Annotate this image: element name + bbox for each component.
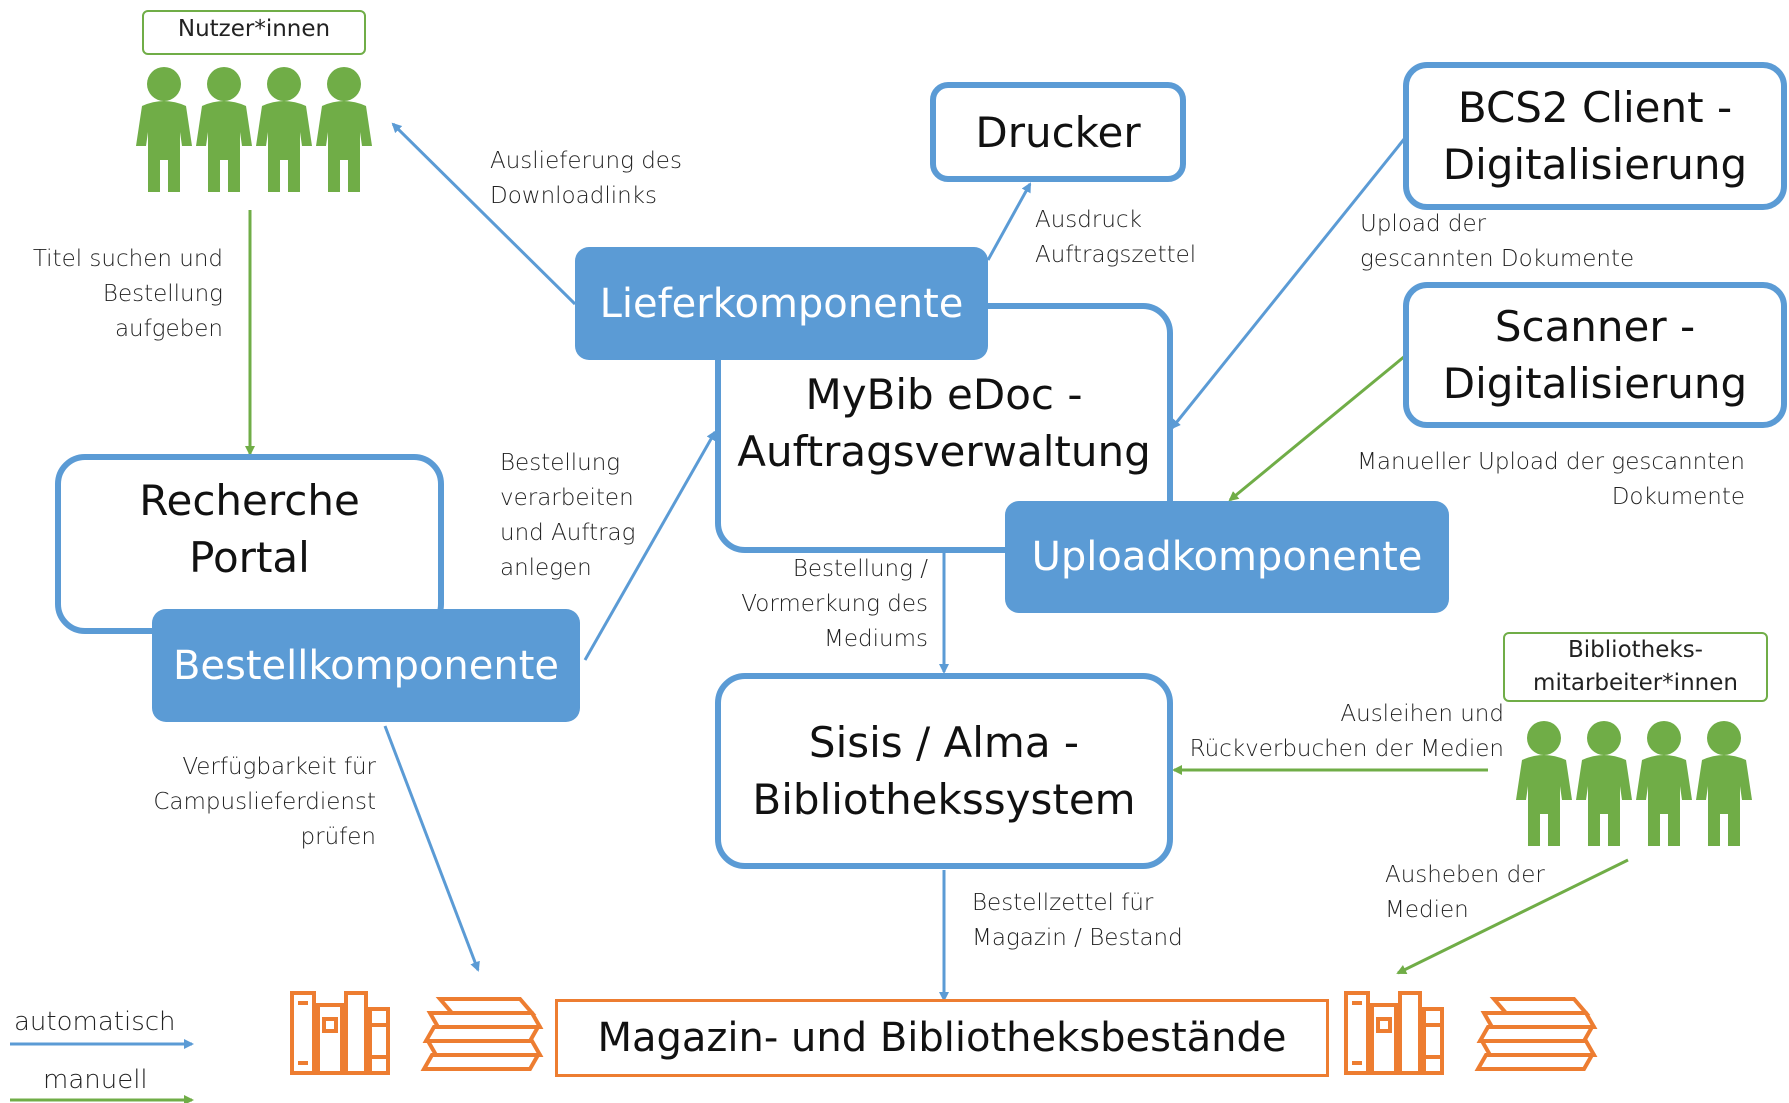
- lieferkomponente-box: Lieferkomponente: [575, 247, 988, 360]
- shelf-icon: [1344, 991, 1444, 1075]
- lieferkomponente-label: Lieferkomponente: [599, 280, 964, 327]
- bestellkomponente-box: Bestellkomponente: [152, 609, 580, 722]
- arrow-ausheben: [1396, 858, 1629, 975]
- magazin-box: Magazin- und Bibliotheksbestände: [555, 999, 1329, 1077]
- label-verfuegbarkeit: Verfügbarkeit für Campuslieferdienst prü…: [153, 754, 376, 850]
- arrow-verfuegbarkeit: [383, 725, 480, 972]
- label-upload-gescannt: Upload der gescannten Dokumente: [1360, 211, 1635, 272]
- arrow-auslieferung: [391, 122, 577, 306]
- people-icon: [1516, 721, 1752, 846]
- scanner-box: Scanner - Digitalisierung: [1403, 282, 1787, 428]
- bestellkomponente-label: Bestellkomponente: [172, 642, 560, 689]
- bibliotheksmitarbeiter-tag: Bibliotheks- mitarbeiter*innen: [1503, 632, 1768, 702]
- people-icon: [136, 67, 372, 192]
- label-bestellung-vormerkung: Bestellung / Vormerkung des Mediums: [741, 556, 928, 652]
- label-auslieferung: Auslieferung des Downloadlinks: [490, 148, 682, 209]
- recherche-portal-label: Recherche Portal: [139, 476, 360, 582]
- arrow-bestellung-verarbeiten: [583, 430, 717, 661]
- mybib-label: MyBib eDoc - Auftragsverwaltung: [737, 370, 1151, 476]
- arrow-ausdruck: [986, 182, 1032, 261]
- drucker-label: Drucker: [975, 107, 1141, 157]
- label-ausheben: Ausheben der Medien: [1385, 862, 1545, 923]
- legend-manuell: manuell: [43, 1065, 148, 1095]
- label-bestellung-verarbeiten: Bestellung verarbeiten und Auftrag anleg…: [500, 450, 636, 581]
- bcs2-client-box: BCS2 Client - Digitalisierung: [1403, 62, 1787, 210]
- bcs2-client-label: BCS2 Client - Digitalisierung: [1442, 83, 1748, 189]
- sisis-alma-label: Sisis / Alma - Bibliothekssystem: [752, 718, 1136, 824]
- shelf-icon: [290, 991, 390, 1075]
- drucker-box: Drucker: [930, 82, 1186, 182]
- nutzer-tag: Nutzer*innen: [142, 10, 366, 55]
- arrow-upload-bcs2: [1170, 137, 1407, 430]
- uploadkomponente-box: Uploadkomponente: [1005, 501, 1449, 613]
- label-ausleihen: Ausleihen und Rückverbuchen der Medien: [1189, 701, 1504, 762]
- label-titel-suchen: Titel suchen und Bestellung aufgeben: [32, 246, 223, 342]
- label-ausdruck: Ausdruck Auftragszettel: [1035, 207, 1197, 268]
- label-manueller-upload: Manueller Upload der gescannten Dokument…: [1357, 449, 1745, 510]
- arrow-manueller-upload: [1228, 354, 1406, 502]
- legend-automatisch: automatisch: [14, 1007, 176, 1037]
- recherche-portal-box: Recherche Portal: [55, 454, 444, 634]
- uploadkomponente-label: Uploadkomponente: [1031, 534, 1423, 580]
- books-stack-icon: [1474, 997, 1598, 1071]
- label-bestellzettel: Bestellzettel für Magazin / Bestand: [972, 890, 1183, 951]
- scanner-label: Scanner - Digitalisierung: [1442, 302, 1748, 408]
- books-stack-icon: [420, 997, 544, 1071]
- magazin-label: Magazin- und Bibliotheksbestände: [597, 1015, 1287, 1061]
- sisis-alma-box: Sisis / Alma - Bibliothekssystem: [715, 673, 1173, 869]
